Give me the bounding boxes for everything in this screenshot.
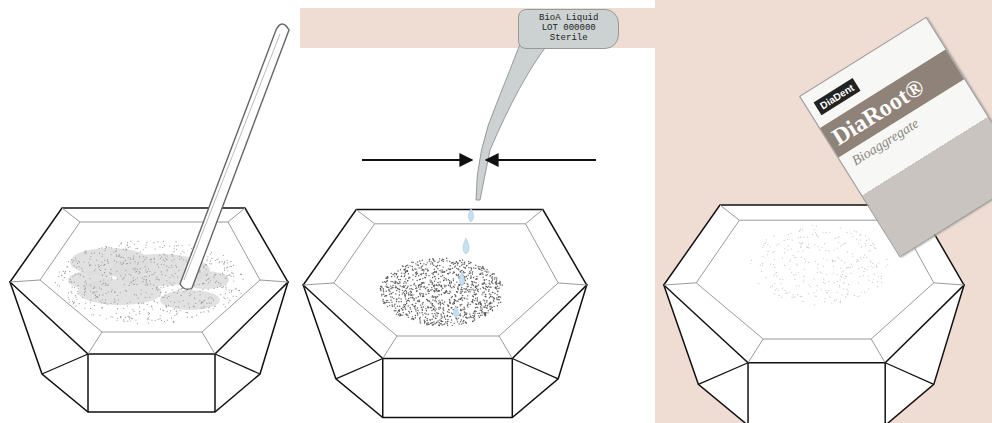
node-text: Sterile [539,34,598,44]
dropper-nozzle [476,44,548,200]
product-package: DiaDentDiaRoot®Bioaggregate [799,17,992,258]
mixed-paste [55,240,244,324]
spatula [180,24,289,289]
node-text: LOT 000000 [539,24,598,34]
hexagonal-bowl [10,208,288,412]
dropper-label: BioA LiquidLOT 000000Sterile [518,9,619,49]
faint-residue [750,225,889,306]
powder-heap [380,257,503,326]
pink-band [300,8,683,48]
pointer-arrows [362,160,596,161]
hexagonal-bowl [303,210,587,418]
liquid-drops [454,208,474,318]
node-text: BioA Liquid [539,14,598,24]
